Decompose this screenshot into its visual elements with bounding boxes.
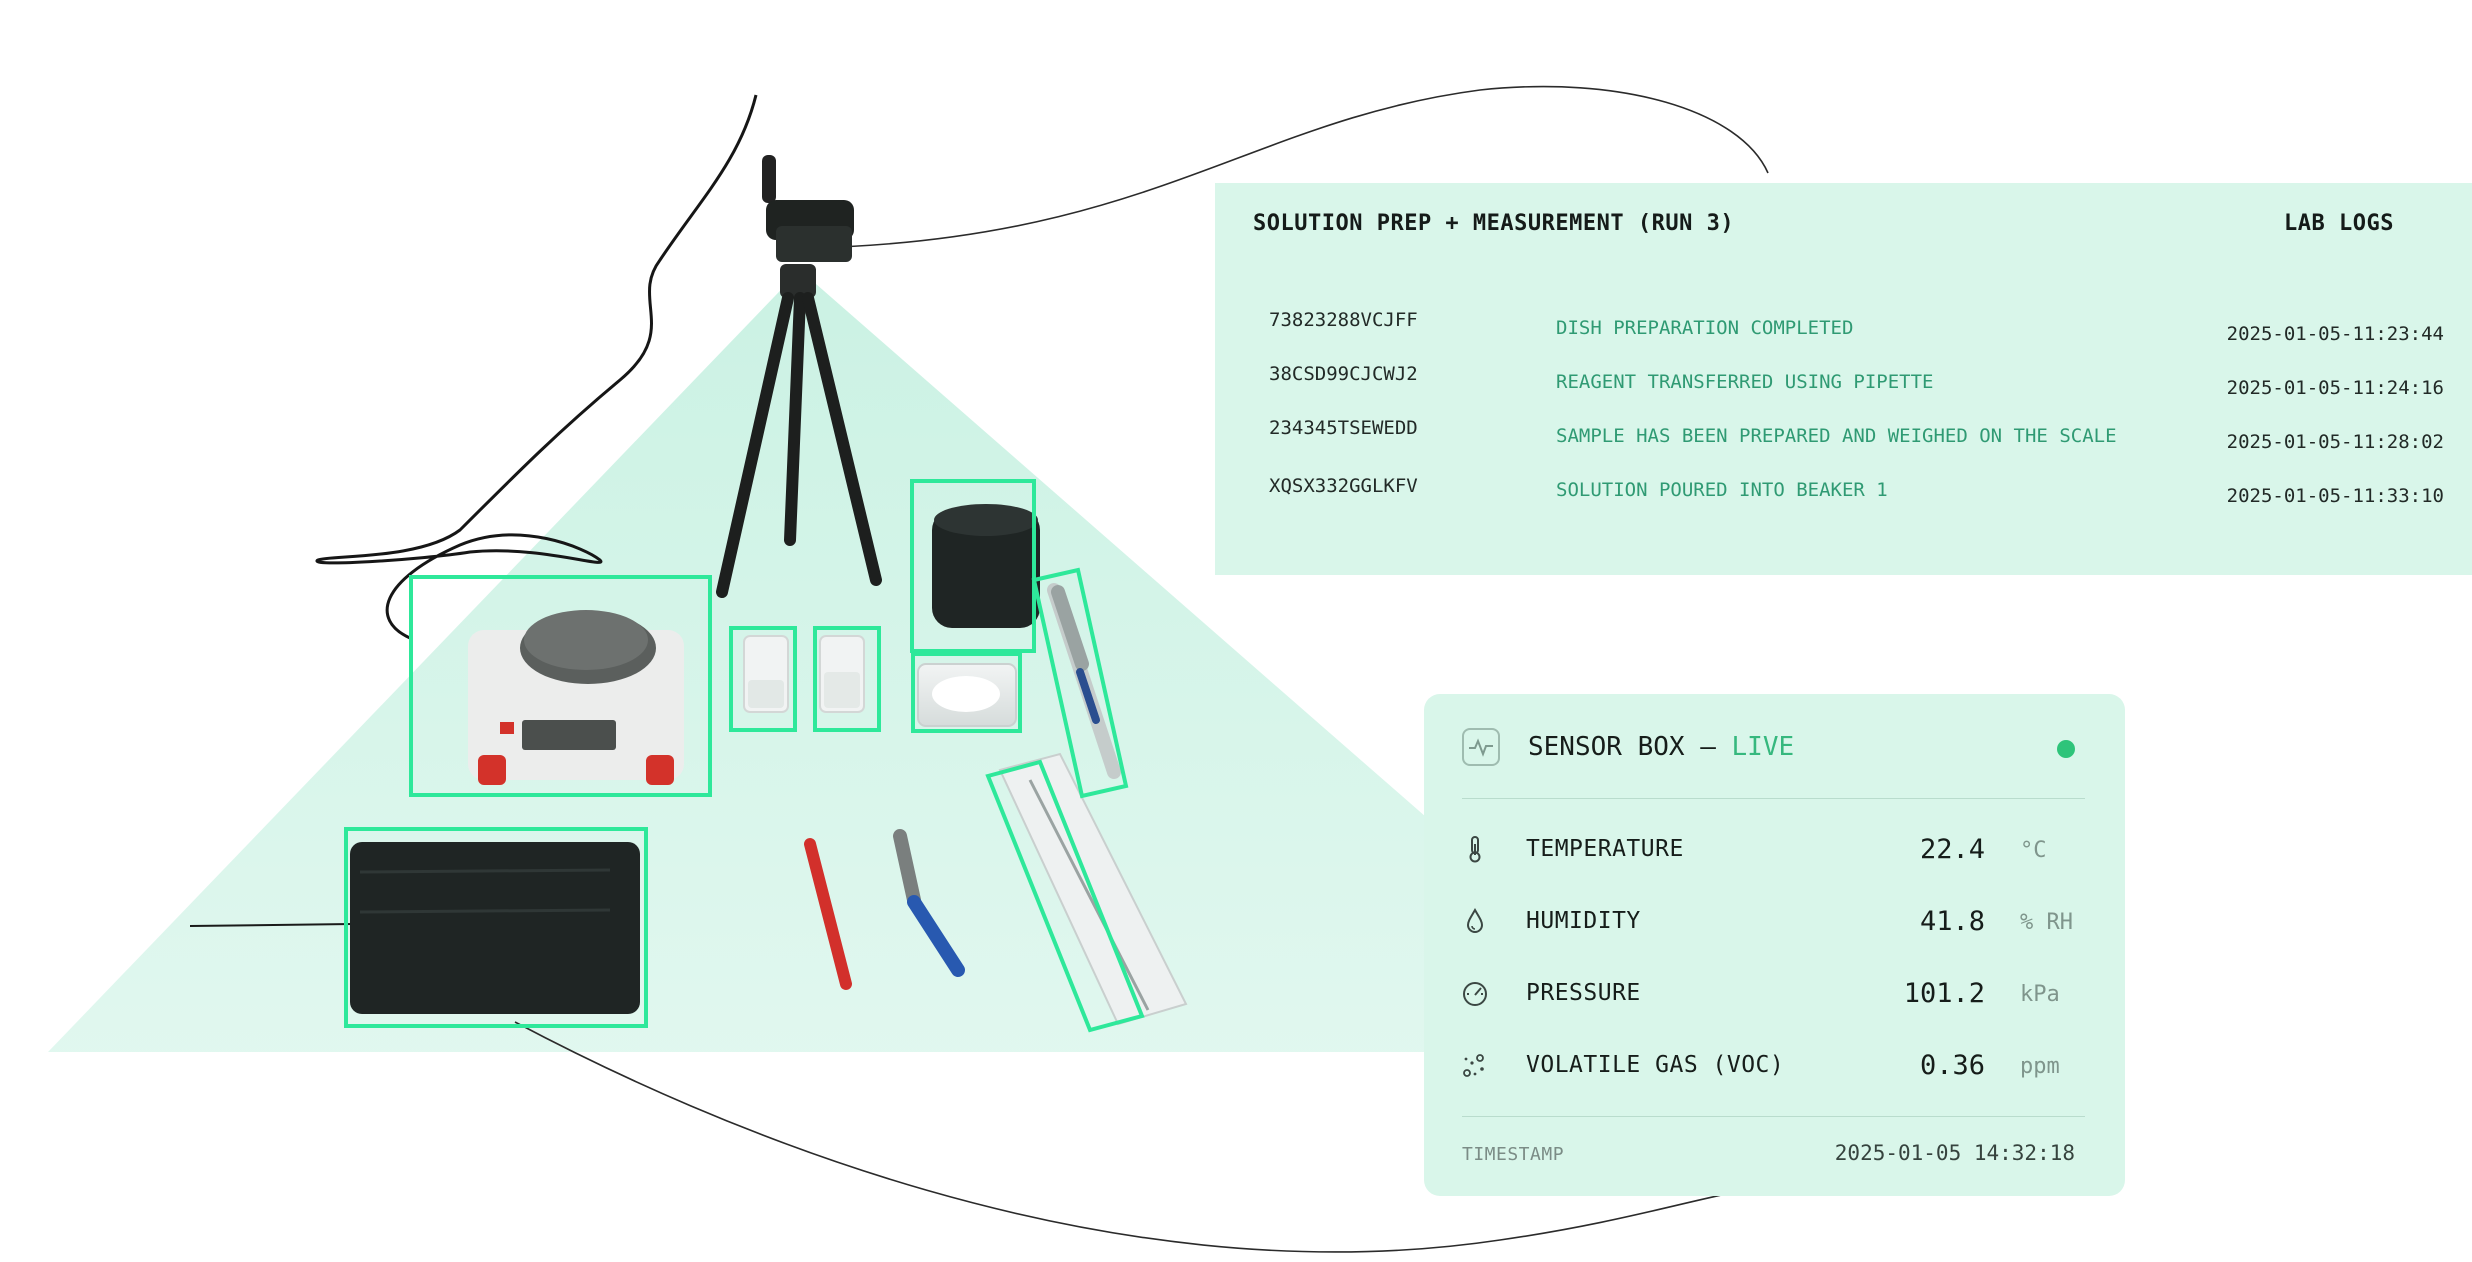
sensor-box-panel: SENSOR BOX — LIVE TEMPERATURE 22.4 °C HU… xyxy=(1424,694,2125,1196)
particles-icon xyxy=(1463,1054,1484,1077)
beaker-1 xyxy=(743,635,789,713)
detection-box-pipette[interactable] xyxy=(1031,567,1129,799)
weigh-dish xyxy=(917,663,1017,727)
blue-marker xyxy=(893,829,965,977)
run-title: SOLUTION PREP + MEASUREMENT (RUN 3) xyxy=(1253,211,1735,236)
live-status: LIVE xyxy=(1731,732,1795,762)
detection-box-beaker-1[interactable] xyxy=(729,626,797,732)
detection-box-beaker-2[interactable] xyxy=(813,626,881,732)
thermometer-icon xyxy=(1469,836,1481,863)
metric-label: VOLATILE GAS (VOC) xyxy=(1526,1052,1785,1078)
timestamp-value: 2025-01-05 14:32:18 xyxy=(1834,1141,2075,1165)
log-id: XQSX332GGLKFV xyxy=(1269,475,1418,497)
detection-box-sample-jar[interactable] xyxy=(910,479,1036,653)
log-id: 234345TSEWEDD xyxy=(1269,417,1418,439)
lab-logs-panel: SOLUTION PREP + MEASUREMENT (RUN 3) LAB … xyxy=(1215,183,2472,575)
activity-icon xyxy=(1462,728,1500,766)
log-time: 2025-01-05-11:23:44 xyxy=(2226,323,2444,345)
log-message: SOLUTION POURED INTO BEAKER 1 xyxy=(1556,479,1888,501)
sensor-title: SENSOR BOX — LIVE xyxy=(1528,732,1794,762)
gauge-icon xyxy=(1463,982,1487,1006)
log-time: 2025-01-05-11:33:10 xyxy=(2226,485,2444,507)
metric-value: 41.8 xyxy=(1919,906,1985,937)
sensor-box-device xyxy=(189,842,640,1014)
camera-cable xyxy=(315,94,758,640)
detection-box-scale[interactable] xyxy=(409,575,712,797)
log-id: 73823288VCJFF xyxy=(1269,309,1418,331)
metric-value: 22.4 xyxy=(1919,834,1985,865)
log-id: 38CSD99CJCWJ2 xyxy=(1269,363,1418,385)
precision-scale xyxy=(468,610,684,785)
lab-logs-heading: LAB LOGS xyxy=(2284,211,2394,236)
beaker-2 xyxy=(819,635,865,713)
detection-box-weigh-dish[interactable] xyxy=(911,652,1022,733)
sample-jar xyxy=(932,504,1040,628)
metric-value: 101.2 xyxy=(1903,978,1985,1009)
detection-box-sensor[interactable] xyxy=(344,827,648,1028)
log-time: 2025-01-05-11:24:16 xyxy=(2226,377,2444,399)
red-marker xyxy=(804,838,852,990)
live-indicator-dot xyxy=(2057,740,2075,758)
camera-to-logs-connector xyxy=(809,85,1769,249)
metric-value: 0.36 xyxy=(1919,1050,1985,1081)
log-message: DISH PREPARATION COMPLETED xyxy=(1556,317,1854,339)
pipette xyxy=(1047,583,1121,779)
metric-label: TEMPERATURE xyxy=(1526,836,1684,862)
detection-box-test-strip[interactable] xyxy=(985,759,1145,1033)
sensor-to-panel-connector xyxy=(514,1021,1769,1253)
metric-unit: % RH xyxy=(2020,910,2073,935)
log-message: REAGENT TRANSFERRED USING PIPETTE xyxy=(1556,371,1934,393)
footer-divider xyxy=(1462,1116,2085,1117)
metric-label: PRESSURE xyxy=(1526,980,1641,1006)
tripod-camera xyxy=(716,155,882,598)
log-time: 2025-01-05-11:28:02 xyxy=(2226,431,2444,453)
metric-unit: °C xyxy=(2020,838,2047,863)
metric-unit: ppm xyxy=(2020,1054,2060,1079)
title-dash: — xyxy=(1700,732,1716,762)
metric-label: HUMIDITY xyxy=(1526,908,1641,934)
sensor-title-text: SENSOR BOX xyxy=(1528,732,1685,762)
timestamp-label: TIMESTAMP xyxy=(1462,1144,1565,1165)
droplet-icon xyxy=(1466,907,1484,933)
metric-unit: kPa xyxy=(2020,982,2060,1007)
log-message: SAMPLE HAS BEEN PREPARED AND WEIGHED ON … xyxy=(1556,425,2117,447)
header-divider xyxy=(1462,798,2085,799)
